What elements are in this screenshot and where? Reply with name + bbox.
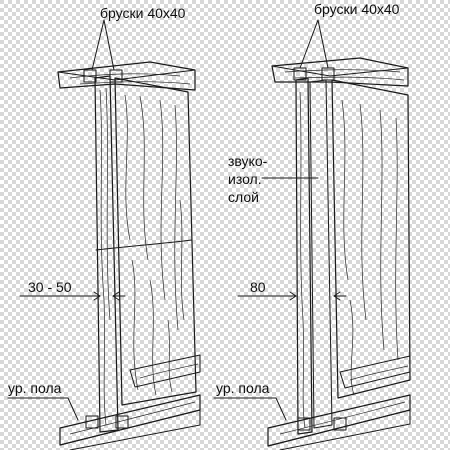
insulation-layer bbox=[309, 79, 333, 429]
insulation-label-line-1: звуко- bbox=[228, 153, 268, 169]
right-front-board bbox=[295, 77, 313, 435]
right-top-beam bbox=[271, 57, 409, 87]
left-top-bar-2 bbox=[109, 69, 123, 83]
left-top-bar-1 bbox=[83, 69, 97, 83]
right-top-bars-label: бруски 40x40 bbox=[314, 1, 400, 17]
right-bottom-bar-1 bbox=[297, 417, 311, 431]
left-top-bars-label: бруски 40x40 bbox=[100, 5, 186, 21]
left-bottom-bar-2 bbox=[115, 415, 129, 429]
insulation-label-line-2: изол. bbox=[228, 171, 262, 187]
right-wall-section bbox=[213, 19, 411, 450]
left-gap-dimension: 30 - 50 bbox=[28, 279, 72, 295]
left-grain bbox=[124, 94, 185, 396]
right-bottom-bar-2 bbox=[333, 417, 347, 431]
left-top-beam bbox=[57, 61, 196, 91]
right-floor-level-label: ур. пола bbox=[216, 380, 270, 396]
left-floor-level-label: ур. пола bbox=[8, 380, 62, 396]
insulation-label-line-3: слой bbox=[228, 189, 259, 205]
left-wall-section bbox=[7, 19, 201, 450]
right-back-board bbox=[331, 79, 411, 399]
right-gap-dimension: 80 bbox=[250, 279, 266, 295]
